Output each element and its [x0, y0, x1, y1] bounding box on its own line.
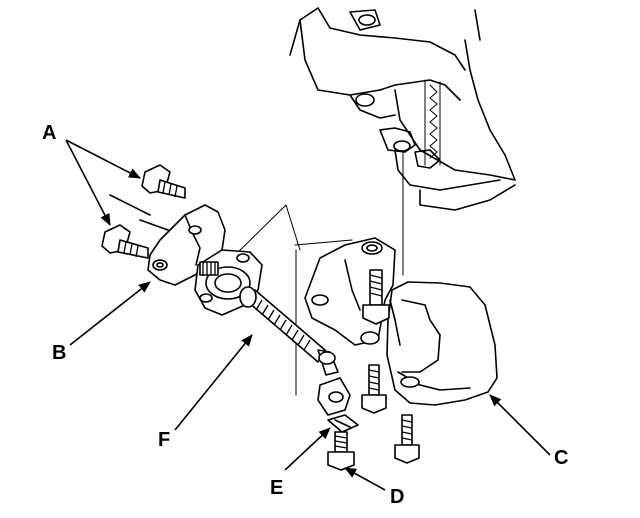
- callout-c: C: [554, 447, 569, 469]
- callout-e: E: [270, 477, 284, 499]
- clip-e: [327, 414, 359, 433]
- leader-f: [174, 334, 253, 431]
- callout-a: A: [42, 122, 57, 144]
- lower-bolt-left: [361, 364, 387, 414]
- callout-d: D: [390, 486, 405, 508]
- leader-a-upper: [65, 139, 141, 179]
- lower-bolt-right: [394, 414, 420, 464]
- callout-b: B: [52, 342, 67, 364]
- shaft-f: [194, 249, 351, 416]
- background-housing: [289, 7, 516, 211]
- bolt-d: [327, 431, 355, 471]
- stay-part-c: [386, 281, 498, 406]
- leader-a-lower: [65, 139, 111, 226]
- bolt-a-lower: [101, 224, 149, 259]
- callout-f: F: [158, 429, 171, 451]
- bracket-bolt: [362, 269, 390, 325]
- leader-d: [344, 467, 386, 491]
- leader-e: [284, 427, 331, 471]
- bolt-a-upper: [141, 164, 186, 199]
- leader-c: [489, 394, 551, 456]
- leader-b: [69, 281, 151, 346]
